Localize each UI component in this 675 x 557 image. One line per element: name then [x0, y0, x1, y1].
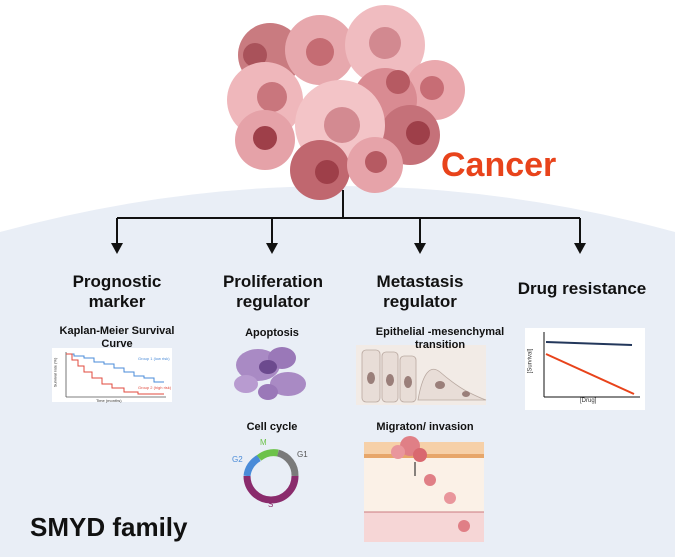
- km-group1-label: Group 1 (low risk): [138, 356, 170, 361]
- cell-cycle-s-label: S: [268, 500, 274, 509]
- km-group2-label: Group 2 (high risk): [138, 385, 172, 390]
- invasion-illustration: [364, 436, 484, 542]
- cell-cycle-m-label: M: [260, 438, 267, 447]
- apoptosis-label: Apoptosis: [245, 327, 299, 339]
- km-survival-label: Kaplan-Meier Survival Curve: [59, 325, 175, 350]
- branch-metastasis-heading: Metastasis regulator: [376, 272, 464, 311]
- emt-label: Epithelial -mesenchymal transition: [375, 326, 505, 351]
- km-plot: [52, 348, 172, 402]
- cell-cycle-g2-label: G2: [232, 455, 243, 464]
- background-panel: [0, 186, 675, 557]
- drug-plot-xlabel: [Drug]: [580, 398, 597, 404]
- cell-cycle-g1-label: G1: [297, 450, 308, 459]
- arrowheads: [111, 243, 586, 254]
- km-group2-line: [66, 353, 164, 395]
- branch-drug-resistance-heading: Drug resistance: [517, 279, 647, 298]
- migration-label: Migraton/ invasion: [376, 421, 474, 433]
- connector-tree: [116, 190, 581, 245]
- km-xlabel: Time (months): [96, 398, 122, 403]
- km-group1-line: [66, 353, 164, 383]
- drug-plot-ylabel: [Survival]: [527, 348, 534, 374]
- emt-illustration: [356, 345, 487, 405]
- cell-cycle-ring: [243, 449, 299, 504]
- branch-prognostic-heading: Prognostic marker: [72, 272, 162, 311]
- apoptosis-cell: [234, 347, 306, 400]
- drug-sensitive-line: [545, 353, 635, 395]
- smyd-family-label: SMYD family: [30, 512, 188, 542]
- drug-resistant-line: [545, 341, 633, 346]
- drug-plot: [525, 328, 645, 410]
- branch-proliferation-heading: Proliferation regulator: [222, 272, 324, 311]
- cancer-title: Cancer: [441, 146, 557, 184]
- km-ylabel: Survival rate (%): [52, 357, 58, 388]
- cancer-cell-cluster: [227, 5, 465, 200]
- cell-cycle-label: Cell cycle: [246, 421, 298, 433]
